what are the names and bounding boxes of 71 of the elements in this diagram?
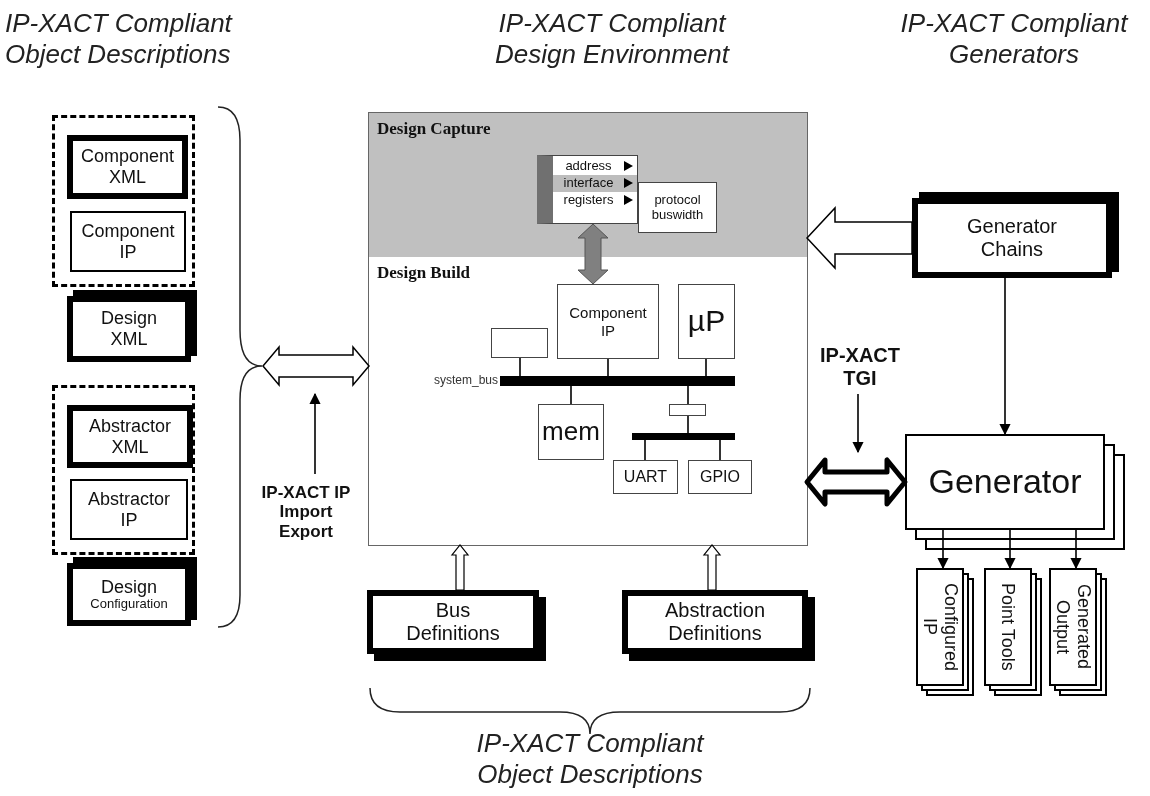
- box-label: Abstractor XML: [88, 415, 172, 458]
- connector-line: [519, 357, 521, 377]
- box-label: GPIO: [700, 467, 740, 487]
- heading-text: IP-XACT Compliant Object Descriptions: [475, 728, 706, 791]
- box-label: Bus Definitions: [405, 599, 501, 645]
- double-block-arrow: [262, 344, 370, 388]
- box-label: Point Tools: [997, 582, 1019, 673]
- environment-panel: [368, 112, 808, 546]
- heading-text: IP-XACT Compliant Object Descriptions: [5, 8, 234, 71]
- box-label: Configuration: [90, 597, 168, 613]
- box-label: Abstractor IP: [87, 488, 171, 531]
- box-label: UART: [623, 467, 668, 487]
- heading-text: IP-XACT Compliant Design Environment: [493, 8, 731, 71]
- capture-band: [369, 113, 807, 257]
- connector-line: [570, 385, 572, 405]
- box-label: Configured IP: [919, 581, 961, 674]
- box-label: Component XML: [79, 146, 176, 188]
- arrow: [852, 393, 864, 454]
- component-block: [538, 404, 604, 460]
- document-box: [70, 211, 186, 272]
- box-label: Generator: [928, 462, 1082, 502]
- block-arrow: [702, 544, 722, 591]
- box-label: Generated Output: [1052, 583, 1094, 672]
- band-title: Design Capture: [377, 119, 491, 139]
- bus-label: system_bus: [432, 374, 498, 388]
- bus-bar: [632, 433, 735, 440]
- box-label: mem: [542, 417, 600, 447]
- menu-item: address: [564, 159, 613, 174]
- arrow: [309, 392, 321, 475]
- document-box: [70, 479, 188, 540]
- arrow: [1070, 529, 1082, 570]
- arrow: [999, 277, 1011, 436]
- menu-box: [537, 155, 638, 224]
- component-block: [613, 460, 678, 494]
- component-block: [688, 460, 752, 494]
- band-title: Design Build: [377, 263, 471, 283]
- box-label: Design XML: [100, 308, 158, 350]
- component-block: [678, 284, 735, 359]
- component-block: [557, 284, 659, 359]
- bridge-block: [669, 404, 706, 416]
- connector-line: [644, 439, 646, 461]
- arrow: [937, 529, 949, 570]
- block-arrow: [805, 206, 913, 270]
- box-label: Generator Chains: [965, 215, 1059, 261]
- heading-text: IP-XACT Compliant Generators: [899, 8, 1130, 71]
- annotation-text: IP-XACT IP Import Export: [260, 482, 352, 542]
- block-arrow: [450, 544, 470, 591]
- box-label: Component IP: [568, 304, 648, 339]
- box-label: Component IP: [80, 220, 176, 263]
- box-label: µP: [687, 304, 726, 339]
- document-box: [67, 135, 188, 199]
- box-label: Design: [101, 576, 157, 598]
- annotation-text: IP-XACT TGI: [819, 344, 901, 390]
- connector-line: [607, 358, 609, 377]
- connector-line: [687, 415, 689, 434]
- connector-line: [687, 385, 689, 405]
- box-label: protocol buswidth: [650, 192, 705, 223]
- arrow: [1004, 529, 1016, 570]
- document-box: [67, 405, 193, 468]
- double-block-arrow: [577, 223, 609, 285]
- double-block-arrow: [804, 457, 908, 507]
- dashed-group-frame: [52, 385, 195, 555]
- menu-item: registers: [562, 192, 615, 208]
- dashed-group-frame: [52, 115, 195, 287]
- component-block: [491, 328, 548, 358]
- connector-line: [705, 358, 707, 377]
- menu-item: interface: [562, 175, 615, 191]
- connector-line: [719, 439, 721, 461]
- box-label: Abstraction Definitions: [663, 599, 767, 645]
- bus-bar: [500, 376, 735, 386]
- submenu-box: [638, 182, 717, 233]
